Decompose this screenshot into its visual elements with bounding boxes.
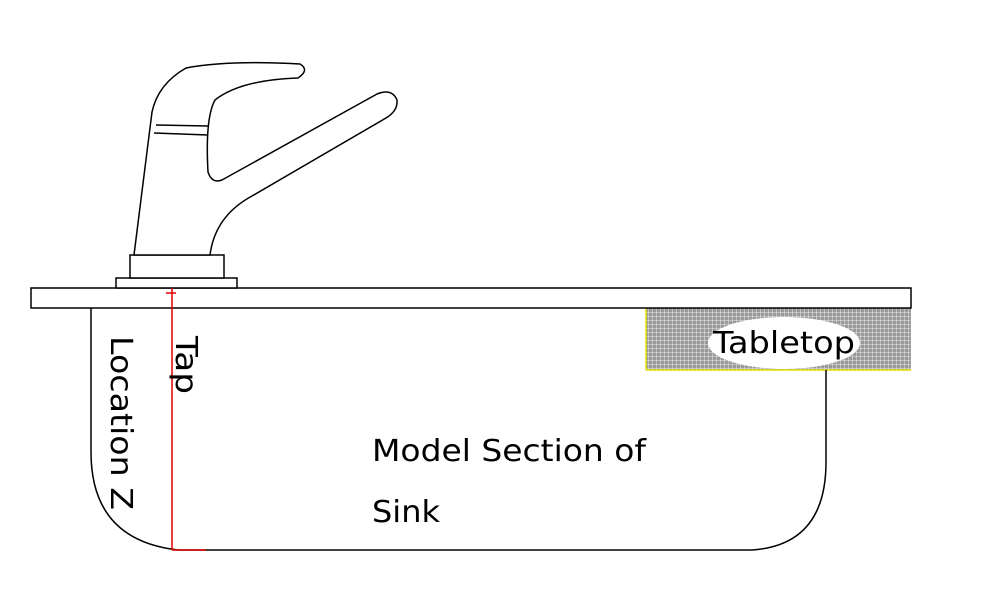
- faucet-base-plate: [115, 277, 238, 289]
- faucet: [115, 61, 398, 289]
- countertop-slab: [30, 287, 912, 309]
- faucet-band-top: [155, 124, 209, 127]
- faucet-body: [133, 61, 398, 256]
- caption-line2: Sink: [372, 495, 441, 530]
- tabletop-label-backdrop: [708, 317, 860, 369]
- tap-location-dimension: [166, 288, 206, 551]
- faucet-base-collar: [129, 254, 225, 279]
- caption-line1: Model Section of: [372, 434, 648, 469]
- tap-label-line2: Location Z: [103, 336, 138, 510]
- tap-label-line1: Tap: [168, 335, 203, 394]
- tabletop-label: Tabletop: [712, 326, 855, 361]
- faucet-band-bottom: [153, 132, 209, 136]
- tabletop-block: Tabletop: [645, 308, 911, 371]
